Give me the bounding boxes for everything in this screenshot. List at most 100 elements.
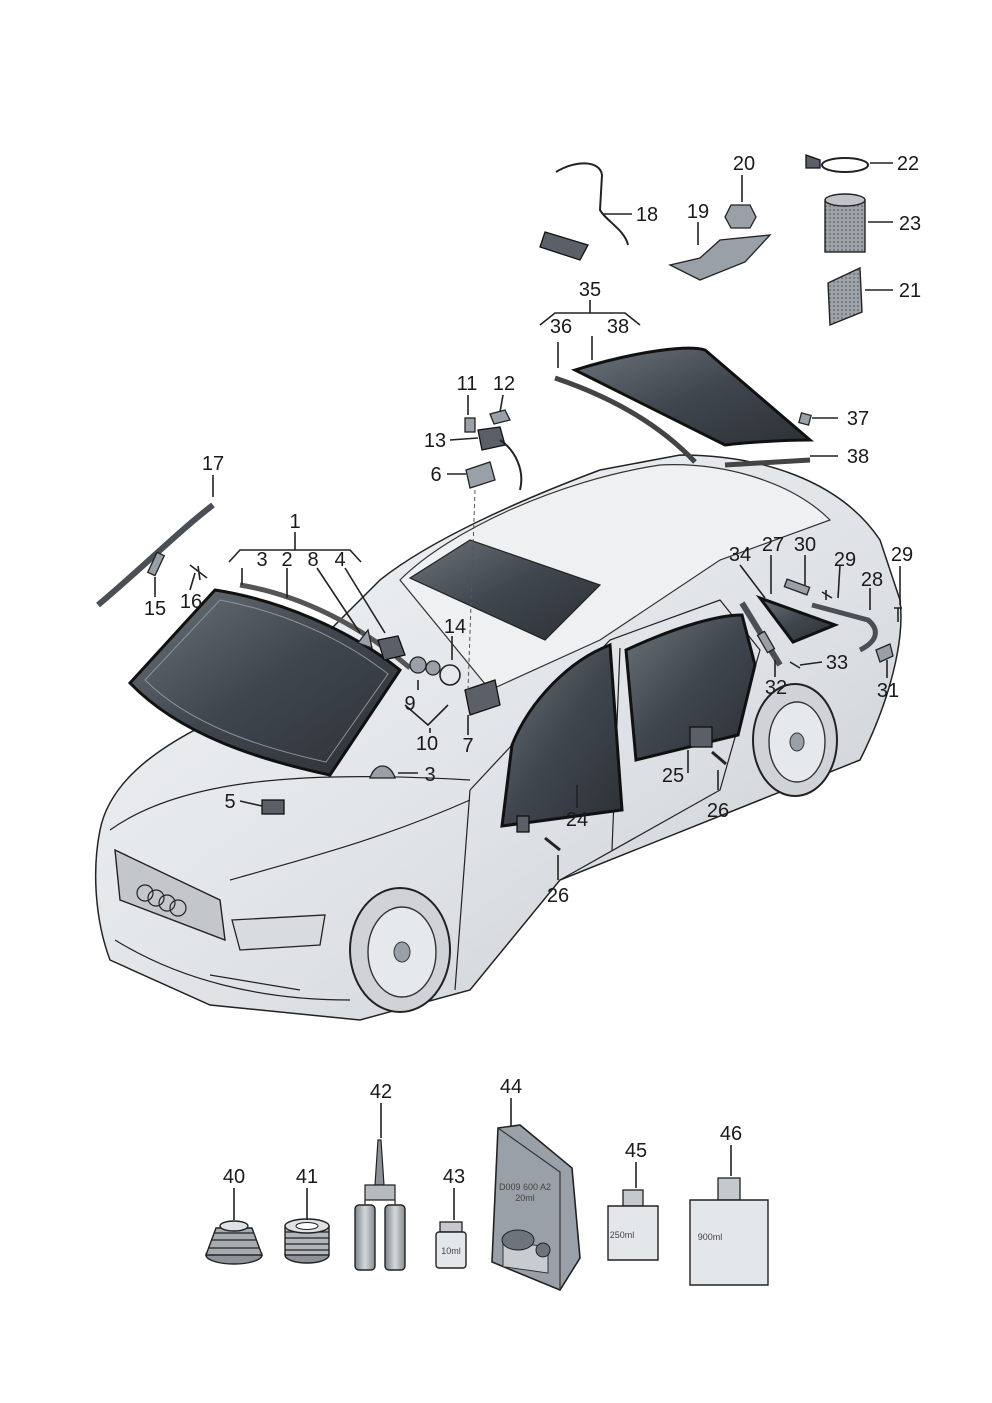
callout-16: 16 (180, 591, 202, 613)
callout-36: 36 (550, 316, 572, 338)
rear-door-glass (624, 613, 757, 762)
part-13-cable (499, 439, 523, 491)
part-29-b (894, 607, 902, 622)
callout-32: 32 (765, 677, 787, 699)
car-body (94, 454, 902, 1021)
bottle-43-label: 10ml (441, 1246, 461, 1256)
bottom-products: 10ml D009 600 A2 20ml 250ml 900ml (204, 1076, 769, 1291)
callout-23: 23 (899, 213, 921, 235)
callout-24: 24 (566, 809, 588, 831)
part-43-bottle: 10ml (435, 1221, 467, 1269)
part-29-a (821, 590, 833, 600)
roof-trim-strip (96, 502, 215, 608)
bottle-45-label: 250ml (610, 1230, 635, 1240)
callout-11: 11 (457, 373, 478, 395)
part-22-clamp-head (805, 154, 821, 169)
callout-41: 41 (296, 1166, 318, 1188)
part-21-pad (827, 266, 863, 327)
headlight (231, 914, 326, 951)
part-23-sleeve (824, 193, 866, 253)
callout-25: 25 (662, 765, 684, 787)
part-7 (464, 679, 501, 716)
part-3-lower (369, 765, 396, 779)
part-32 (756, 630, 776, 654)
part-5 (261, 799, 285, 815)
part-31 (875, 643, 894, 663)
callout-17: 17 (202, 453, 224, 475)
callout-40: 40 (223, 1166, 245, 1188)
callout-38-lower: 38 (847, 446, 869, 468)
part-25-regulator (689, 726, 713, 748)
part-24-clip (516, 815, 530, 833)
part-30 (783, 578, 811, 596)
callout-labels: 1 3 2 8 4 17 15 16 9 10 14 7 3 5 6 11 12… (144, 153, 921, 907)
quarter-glass (755, 594, 840, 644)
part-8 (356, 628, 373, 650)
callout-18: 18 (636, 204, 658, 226)
callout-29-right: 29 (891, 544, 913, 566)
part-44-bag: D009 600 A2 20ml (491, 1124, 581, 1291)
callout-10: 10 (416, 733, 438, 755)
part-13 (477, 426, 506, 451)
callout-21: 21 (899, 280, 921, 302)
callout-3-lower: 3 (424, 764, 435, 786)
part-26-bolt-front (544, 836, 561, 852)
rear-window-moulding-left (554, 375, 697, 464)
bottle-46-label: 900ml (698, 1232, 723, 1242)
audi-rings (136, 884, 187, 917)
callout-44: 44 (500, 1076, 522, 1098)
callout-20: 20 (733, 153, 755, 175)
part-9 (409, 656, 427, 674)
part-40-cone (204, 1220, 264, 1265)
leader-lines (154, 162, 901, 880)
part-14 (439, 664, 461, 686)
callout-14: 14 (444, 616, 466, 638)
callout-37: 37 (847, 408, 869, 430)
part-26-bolt-rear (711, 750, 727, 766)
front-wheel (349, 887, 451, 1013)
rear-window (554, 346, 815, 468)
part-screw-16 (189, 564, 208, 581)
callout-13: 13 (424, 430, 446, 452)
callout-15: 15 (144, 598, 166, 620)
part-18-harness (555, 162, 629, 246)
part-28-strip (811, 602, 878, 653)
part-37 (798, 412, 812, 426)
callout-29: 29 (834, 549, 856, 571)
front-door-glass (500, 642, 624, 828)
callout-1: 1 (289, 511, 300, 533)
part-12 (489, 409, 511, 425)
part-19-bracket (668, 234, 772, 281)
callout-35: 35 (579, 279, 601, 301)
callout-43: 43 (443, 1166, 465, 1188)
part-4 (377, 635, 406, 661)
part-46-bottle: 900ml (689, 1177, 769, 1286)
part-11 (464, 417, 476, 433)
part-33 (789, 661, 801, 669)
callout-45: 45 (625, 1140, 647, 1162)
callout-26-lower: 26 (547, 885, 569, 907)
part-22-clamp-band (821, 157, 869, 173)
callout-38: 38 (607, 316, 629, 338)
part-20-nut (724, 204, 757, 229)
part-10-a (425, 660, 441, 676)
part-45-bottle: 250ml (607, 1189, 659, 1261)
callout-33: 33 (826, 652, 848, 674)
callout-19: 19 (687, 201, 709, 223)
callout-22: 22 (897, 153, 919, 175)
bag-44-label-1: D009 600 A2 (499, 1182, 551, 1192)
part-42-cartridge (354, 1139, 406, 1271)
callout-9: 9 (404, 693, 415, 715)
callout-27: 27 (762, 534, 784, 556)
sunroof (408, 539, 602, 641)
callout-4: 4 (334, 549, 345, 571)
callout-2: 2 (281, 549, 292, 571)
part-41-coil (284, 1218, 330, 1264)
callout-5: 5 (224, 791, 235, 813)
callout-6: 6 (430, 464, 441, 486)
bag-44-label-2: 20ml (515, 1193, 535, 1203)
callout-30: 30 (794, 534, 816, 556)
part-clip-15 (146, 551, 166, 577)
rear-wheel (752, 683, 838, 797)
